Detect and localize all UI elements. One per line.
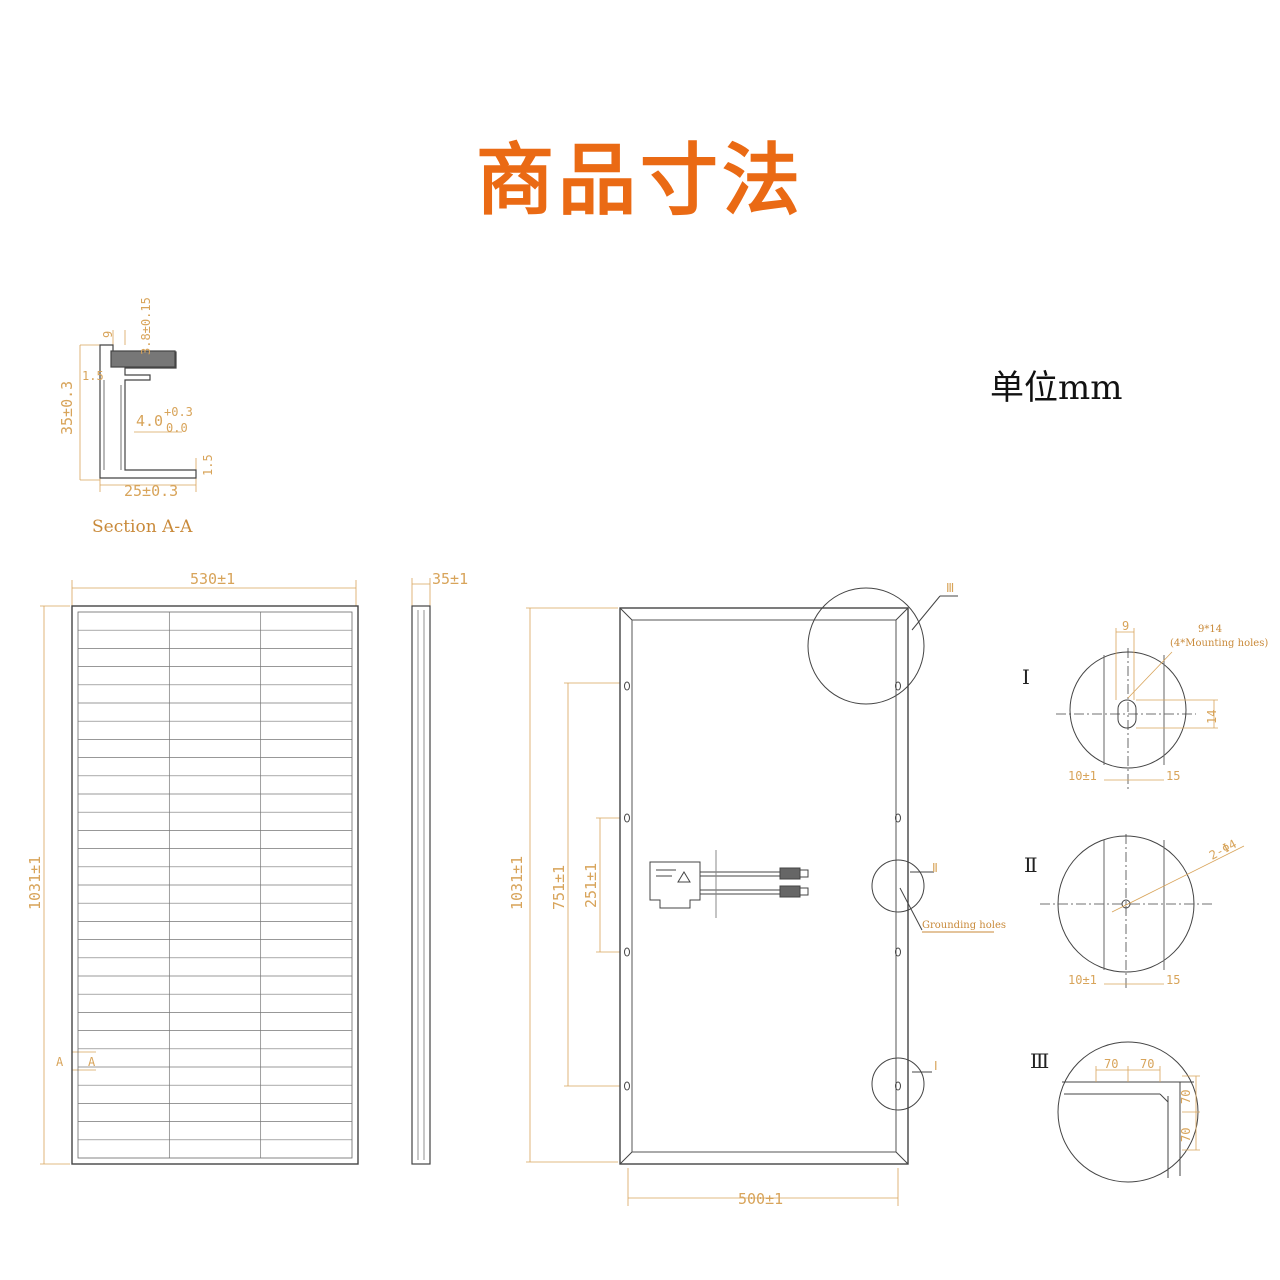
section-height-dim: 35±0.3 xyxy=(58,381,76,435)
mounting-holes xyxy=(624,681,901,1091)
detail-iii xyxy=(1057,1041,1200,1183)
detail-ii-roman: Ⅱ xyxy=(1024,853,1038,877)
page-title: 商品寸法 xyxy=(475,136,804,226)
detail-ii-hole-dim: 2-Φ4 xyxy=(1207,837,1239,863)
section-web-tol-zero: 0.0 xyxy=(166,421,188,435)
section-mark-right: A xyxy=(88,1055,96,1069)
junction-box xyxy=(649,850,809,918)
detail-i-roman: Ⅰ xyxy=(1022,665,1030,689)
section-flange-dim: 1.5 xyxy=(201,454,215,476)
section-a-a xyxy=(79,330,197,492)
section-lip-dim: 1.5 xyxy=(82,369,104,383)
section-web-dim: 4.0 xyxy=(136,412,163,430)
callout-i: Ⅰ xyxy=(934,1059,938,1073)
section-web-tol-plus: +0.3 xyxy=(164,405,193,419)
front-view xyxy=(40,580,359,1165)
detail-iii-roman: Ⅲ xyxy=(1030,1049,1049,1073)
detail-i-right-dim: 15 xyxy=(1166,769,1180,783)
detail-callouts xyxy=(807,587,994,1111)
section-top-dim: 9 xyxy=(101,331,115,338)
callout-ii: Ⅱ xyxy=(932,861,938,875)
back-height-dim: 1031±1 xyxy=(508,856,526,910)
detail-ii-right-dim: 15 xyxy=(1166,973,1180,987)
detail-i-left-dim: 10±1 xyxy=(1068,769,1097,783)
back-width-dim: 500±1 xyxy=(738,1190,783,1208)
detail-i xyxy=(1056,628,1218,790)
detail-i-note-sub: (4*Mounting holes) xyxy=(1170,638,1268,649)
back-hole-span-dim: 751±1 xyxy=(550,865,568,910)
back-corners xyxy=(619,607,909,1165)
back-view xyxy=(526,587,994,1206)
side-view xyxy=(411,578,431,1165)
front-width-dim: 530±1 xyxy=(190,570,235,588)
detail-iii-dim-c: 70 xyxy=(1179,1090,1193,1104)
detail-i-slot-height: 14 xyxy=(1205,710,1219,724)
section-mark-left: A xyxy=(56,1055,64,1069)
front-height-dim: 1031±1 xyxy=(26,856,44,910)
grounding-label: Grounding holes xyxy=(922,920,1006,931)
detail-i-note: 9*14 xyxy=(1198,624,1222,635)
back-inner-span-dim: 251±1 xyxy=(582,863,600,908)
section-width-dim: 25±0.3 xyxy=(124,482,178,500)
detail-iii-dim-b: 70 xyxy=(1140,1057,1154,1071)
callout-iii: Ⅲ xyxy=(946,581,954,595)
side-thickness-dim: 35±1 xyxy=(432,570,468,588)
unit-label: 单位mm xyxy=(990,368,1123,408)
section-label: Section A-A xyxy=(92,517,193,537)
detail-ii-left-dim: 10±1 xyxy=(1068,973,1097,987)
detail-iii-dim-a: 70 xyxy=(1104,1057,1118,1071)
detail-iii-dim-d: 70 xyxy=(1179,1128,1193,1142)
detail-ii xyxy=(1040,834,1245,990)
detail-i-slot-width: 9 xyxy=(1122,619,1129,633)
section-thickness-dim: 3.8±0.15 xyxy=(139,297,153,355)
